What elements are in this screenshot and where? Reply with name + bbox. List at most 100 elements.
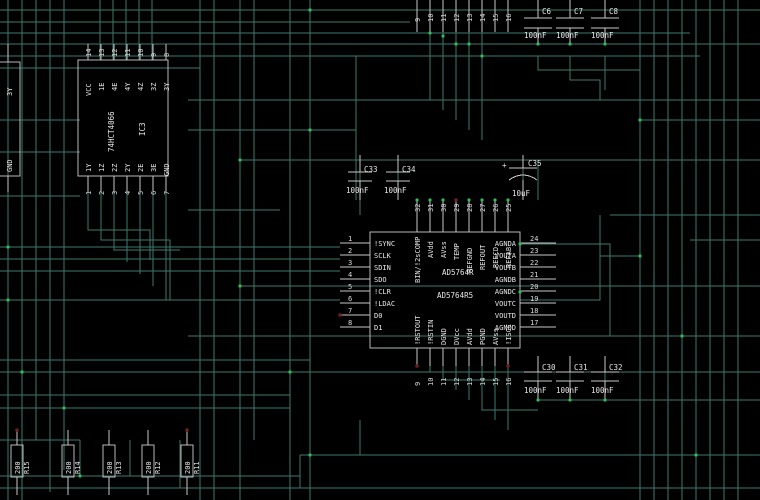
ic3-bot-pinname-3: 2Y <box>124 163 132 172</box>
dac-right-pinname-4: AGNDC <box>495 288 516 296</box>
ic3-top-pin-names: VCC 1E 4E 4Y 4Z 3Z 3Y <box>85 82 171 96</box>
dac-top-pinname-7: REFAB <box>505 247 513 268</box>
c35-ref: C35 <box>528 159 542 168</box>
c33-ref: C33 <box>364 165 378 174</box>
capacitor-group-top[interactable]: C6 100nF C7 100nF C8 100nF <box>524 0 619 44</box>
top-bus-num-1: 10 <box>427 14 435 22</box>
capacitor-c33[interactable]: C33 100nF <box>346 155 378 200</box>
dac-bot-pinname-7: !ISCC <box>505 324 513 345</box>
component-ic3-74hct4066[interactable]: 14 13 12 11 10 9 8 VCC 1E 4E 4Y 4Z 3Z 3Y… <box>77 44 171 195</box>
ic3-top-pinname-5: 3Z <box>150 83 158 91</box>
ic3-top-pinname-6: 3Y <box>163 82 171 91</box>
dac-top-pinnum-5: 27 <box>479 204 487 212</box>
ic3-top-pinnum-1: 13 <box>98 49 106 57</box>
dac-top-pinnum-7: 25 <box>505 204 513 212</box>
capacitor-c8[interactable]: C8 100nF <box>591 0 619 44</box>
ic3-top-pin-numbers: 14 13 12 11 10 9 8 <box>85 49 171 57</box>
top-bus-pin-numbers: 9 10 11 12 13 14 15 16 <box>414 0 513 32</box>
ic3-bot-pinnum-2: 3 <box>111 191 119 195</box>
c6-value: 100nF <box>524 31 547 40</box>
component-dac-ad5764r[interactable]: 1 2 3 4 5 6 7 8 !SYNC SCLK SDIN SDO !CLR… <box>340 200 556 386</box>
resistor-r12[interactable]: 200 R12 <box>141 430 162 495</box>
resistor-r13[interactable]: 200 R13 <box>102 430 123 495</box>
junction-dots <box>6 8 698 478</box>
dac-right-pinname-0: AGNDA <box>495 240 517 248</box>
ic3-top-pinnum-3: 11 <box>124 49 132 57</box>
dac-right-pinname-5: VOUTC <box>495 300 516 308</box>
ic3-bot-pinnum-1: 2 <box>98 191 106 195</box>
dac-top-pinname-0: BIN/!2sCOMP <box>414 237 422 283</box>
component-ic-left-partial[interactable]: 3Y GND <box>0 44 21 192</box>
top-bus-num-0: 9 <box>414 18 422 22</box>
dac-top-pinname-4: REFGND <box>466 248 474 273</box>
dac-designator: AD5764R5 <box>437 291 473 300</box>
ic3-top-pinnum-4: 10 <box>137 49 145 57</box>
dac-bot-pinnum-1: 10 <box>427 378 435 386</box>
dac-right-pinnum-7: 17 <box>530 319 538 327</box>
ic3-bot-pinnum-3: 4 <box>124 191 132 195</box>
ic3-designator: IC3 <box>138 122 147 136</box>
ic3-bot-pinname-0: 1Y <box>85 163 93 172</box>
capacitor-c34[interactable]: C34 100nF <box>384 155 416 200</box>
dac-top-pinname-5: REFOUT <box>479 244 487 270</box>
capacitor-c6[interactable]: C6 100nF <box>524 0 552 44</box>
dac-top-pinname-1: AVdd <box>427 241 435 258</box>
ic3-top-pinnum-2: 12 <box>111 49 119 57</box>
ic3-bottom-pin-numbers: 1 2 3 4 5 6 7 <box>85 191 171 195</box>
ic3-bot-pinname-6: GND <box>163 163 171 176</box>
dac-right-pinname-3: AGNDB <box>495 276 516 284</box>
dac-left-pinnum-6: 7 <box>348 307 352 315</box>
capacitor-c7[interactable]: C7 100nF <box>556 0 584 44</box>
dac-top-pinname-3: TEMP <box>453 243 461 260</box>
dac-bot-pinname-4: AVdd <box>466 328 474 345</box>
top-bus-num-7: 16 <box>505 14 513 22</box>
dac-bot-pinname-1: !RSTIN <box>427 320 435 345</box>
ic3-bot-pinnum-5: 6 <box>150 191 158 195</box>
dac-right-pinnum-6: 18 <box>530 307 538 315</box>
dac-bot-pinname-5: PGND <box>479 328 487 345</box>
dac-top-pins: 32 31 30 29 28 27 26 25 BIN/!2sCOMP AVdd… <box>414 200 513 283</box>
capacitor-c32[interactable]: C32 100nF <box>591 356 623 400</box>
dac-part-label: AD5764R <box>442 268 474 277</box>
ic3-bottom-pin-names: 1Y 1Z 2Z 2Y 2E 3E GND <box>85 163 171 176</box>
c32-ref: C32 <box>609 363 623 372</box>
dac-left-pinname-1: SCLK <box>374 252 392 260</box>
ic3-top-pinname-2: 4E <box>111 83 119 91</box>
capacitor-group-bottom[interactable]: C30 100nF C31 100nF C32 100nF <box>524 356 623 400</box>
resistor-r14[interactable]: 200 R14 <box>61 430 82 495</box>
capacitor-c31[interactable]: C31 100nF <box>556 356 588 400</box>
dac-bot-pinnum-3: 12 <box>453 378 461 386</box>
resistor-group[interactable]: 200 R15 200 R14 200 R13 200 R12 200 R11 <box>10 430 201 495</box>
c34-ref: C34 <box>402 165 416 174</box>
ic3-top-pinname-0: VCC <box>85 83 93 96</box>
r15-ref: R15 <box>23 461 31 474</box>
dac-left-pinnum-2: 3 <box>348 259 352 267</box>
capacitor-c30[interactable]: C30 100nF <box>524 356 556 400</box>
dac-left-pinnum-7: 8 <box>348 319 352 327</box>
ic3-bot-pinname-1: 1Z <box>98 164 106 172</box>
top-bus-num-6: 15 <box>492 14 500 22</box>
ic3-bot-pinname-2: 2Z <box>111 164 119 172</box>
dac-right-pinname-1: VOUTA <box>495 252 517 260</box>
capacitor-c35-polarized[interactable]: + C35 10uF <box>502 155 542 200</box>
dac-left-pinnum-5: 6 <box>348 295 352 303</box>
dac-right-pinnum-2: 22 <box>530 259 538 267</box>
ic3-bot-pinname-5: 3E <box>150 164 158 172</box>
c8-ref: C8 <box>609 7 619 16</box>
top-bus-num-3: 12 <box>453 14 461 22</box>
capacitor-group-mid[interactable]: C33 100nF C34 100nF <box>346 155 416 200</box>
dac-left-pinname-0: !SYNC <box>374 240 395 248</box>
top-bus-num-2: 11 <box>440 14 448 22</box>
c31-ref: C31 <box>574 363 588 372</box>
resistor-r15[interactable]: 200 R15 <box>10 430 31 495</box>
dac-right-pinname-6: VOUTD <box>495 312 516 320</box>
resistor-r11[interactable]: 200 R11 <box>180 430 201 495</box>
dac-bot-pinname-6: AVss <box>492 328 500 345</box>
dac-top-pinnum-0: 32 <box>414 204 422 212</box>
dac-bot-pinnum-0: 9 <box>414 382 422 386</box>
dac-top-pinname-6: REFCD <box>492 247 500 268</box>
dac-bot-pinnum-4: 13 <box>466 378 474 386</box>
c7-ref: C7 <box>574 7 583 16</box>
ic3-top-pinnum-6: 8 <box>163 53 171 57</box>
